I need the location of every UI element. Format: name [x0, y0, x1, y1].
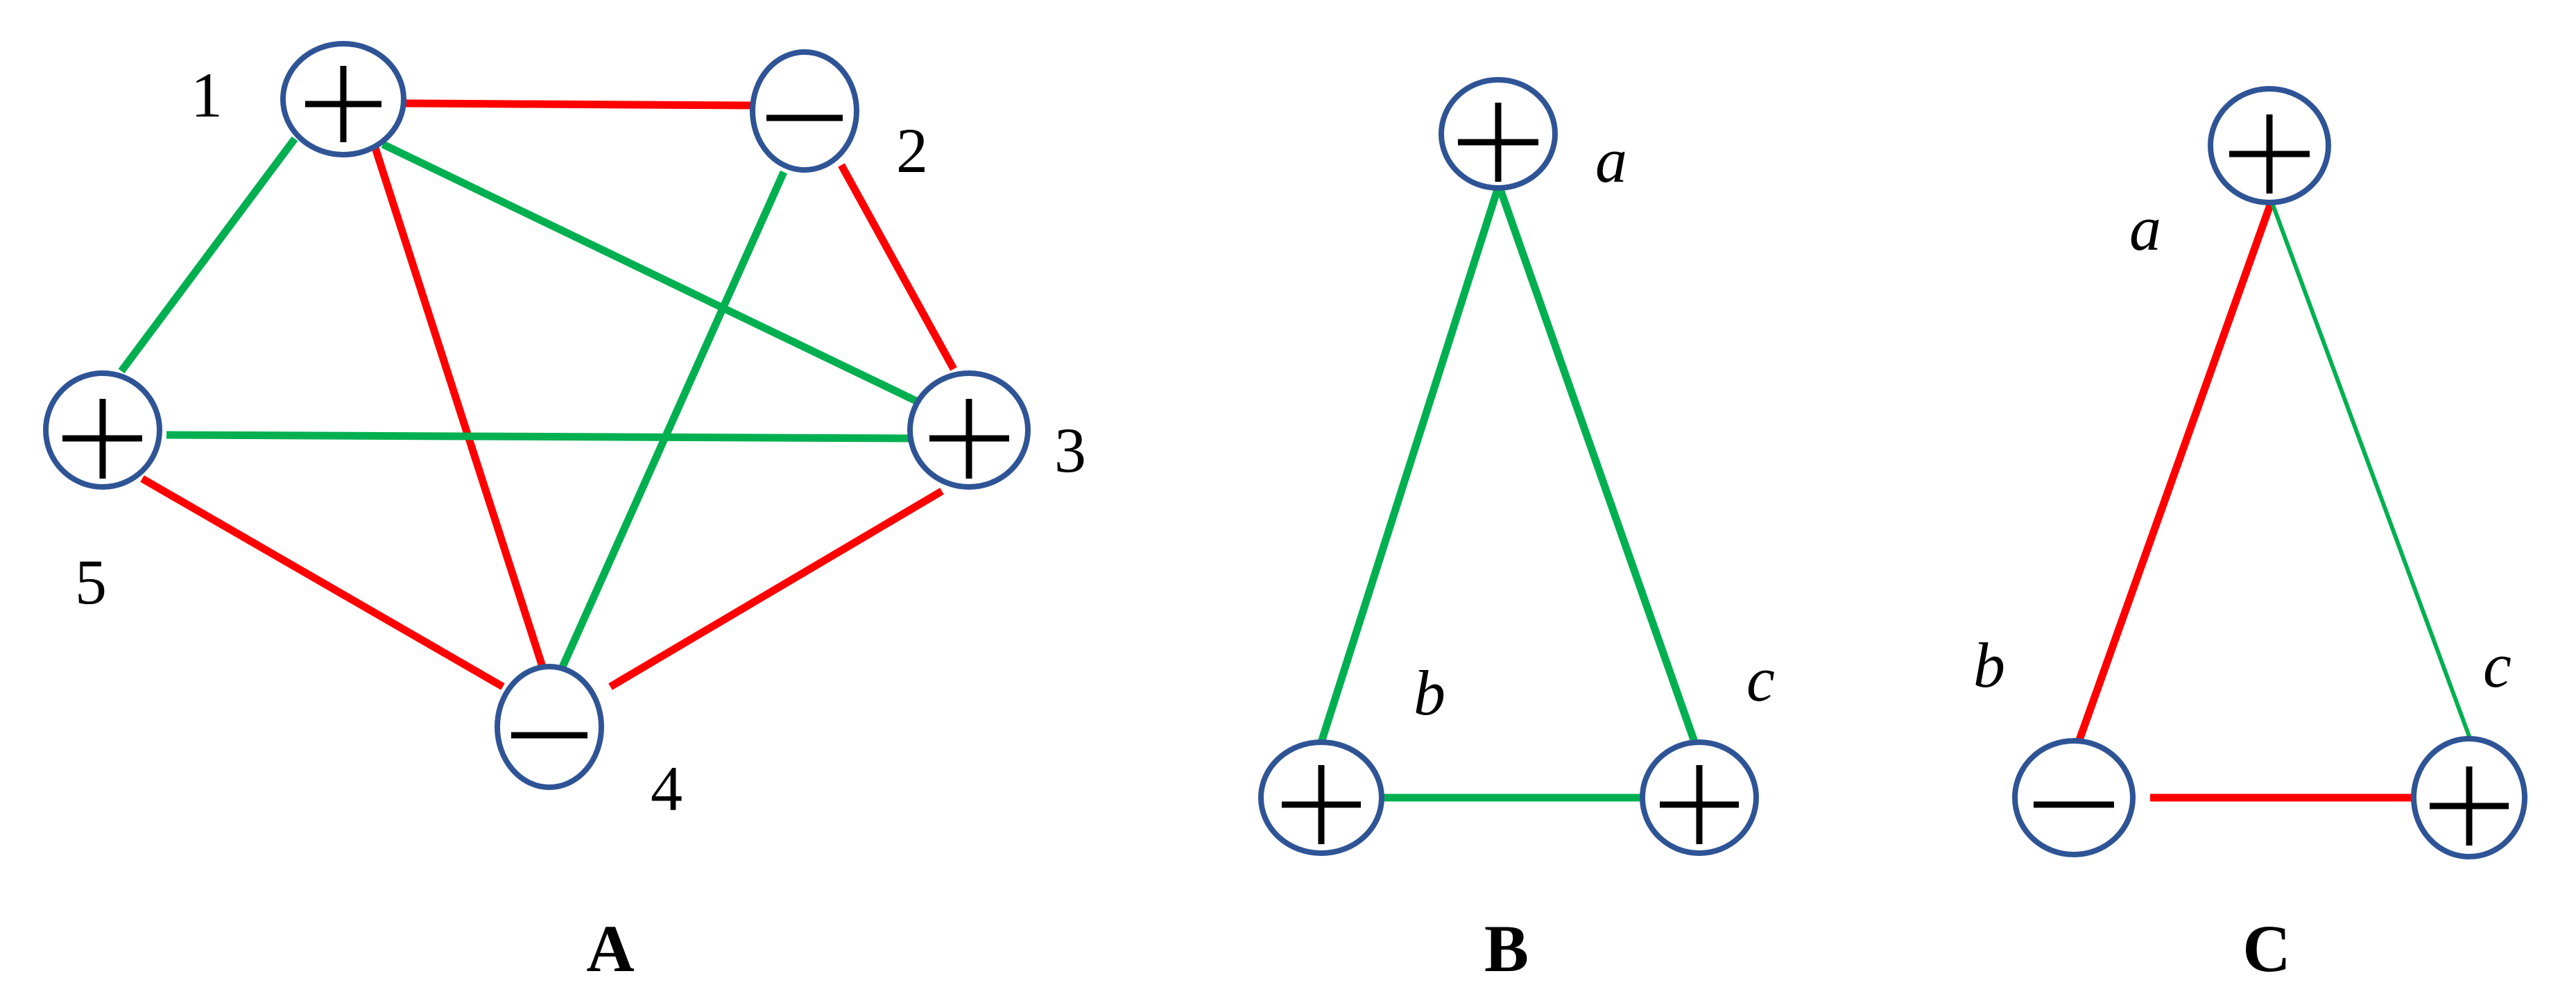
edge-2-4 — [548, 170, 788, 692]
edge-a-c — [2269, 200, 2475, 747]
node-b — [1258, 739, 1384, 856]
node-3 — [907, 370, 1031, 490]
edge-a-b — [1317, 186, 1502, 744]
node-1 — [280, 41, 406, 157]
node-c — [2411, 736, 2527, 859]
node-a — [2208, 86, 2331, 205]
node-label-b: b — [1414, 658, 1445, 728]
edge-1-2 — [405, 99, 753, 110]
node-label-c: c — [2483, 630, 2511, 701]
edge-4-5 — [140, 475, 505, 690]
panel-label-c: C — [2242, 911, 2290, 986]
node-label-a: a — [1595, 125, 1627, 196]
edge-3-4 — [608, 488, 944, 690]
panel-label-a: A — [586, 911, 634, 986]
node-2 — [750, 49, 859, 173]
edge-1-4 — [370, 144, 554, 692]
node-label-3: 3 — [1054, 415, 1086, 486]
panel-c: a b c C — [1973, 86, 2527, 986]
node-b — [2012, 738, 2136, 857]
node-label-b: b — [1973, 630, 2005, 701]
node-label-5: 5 — [75, 547, 107, 617]
edge-a-b — [2073, 200, 2276, 747]
node-label-2: 2 — [896, 115, 928, 186]
edge-5-3 — [166, 431, 911, 443]
node-label-4: 4 — [651, 753, 682, 824]
edge-2-3 — [838, 163, 957, 371]
node-label-1: 1 — [191, 60, 223, 130]
node-a — [1439, 77, 1558, 191]
edge-a-c — [1495, 186, 1700, 747]
edge-1-5 — [118, 136, 298, 374]
node-label-a: a — [2129, 193, 2161, 264]
panel-a: 1 2 3 4 5 A — [43, 41, 1086, 986]
panel-b: a b c B — [1258, 77, 1775, 986]
node-4 — [495, 664, 604, 790]
node-c — [1640, 739, 1759, 856]
node-5 — [43, 370, 162, 490]
panel-label-b: B — [1484, 911, 1529, 986]
edge-1-3 — [381, 141, 921, 406]
node-label-c: c — [1746, 644, 1775, 714]
